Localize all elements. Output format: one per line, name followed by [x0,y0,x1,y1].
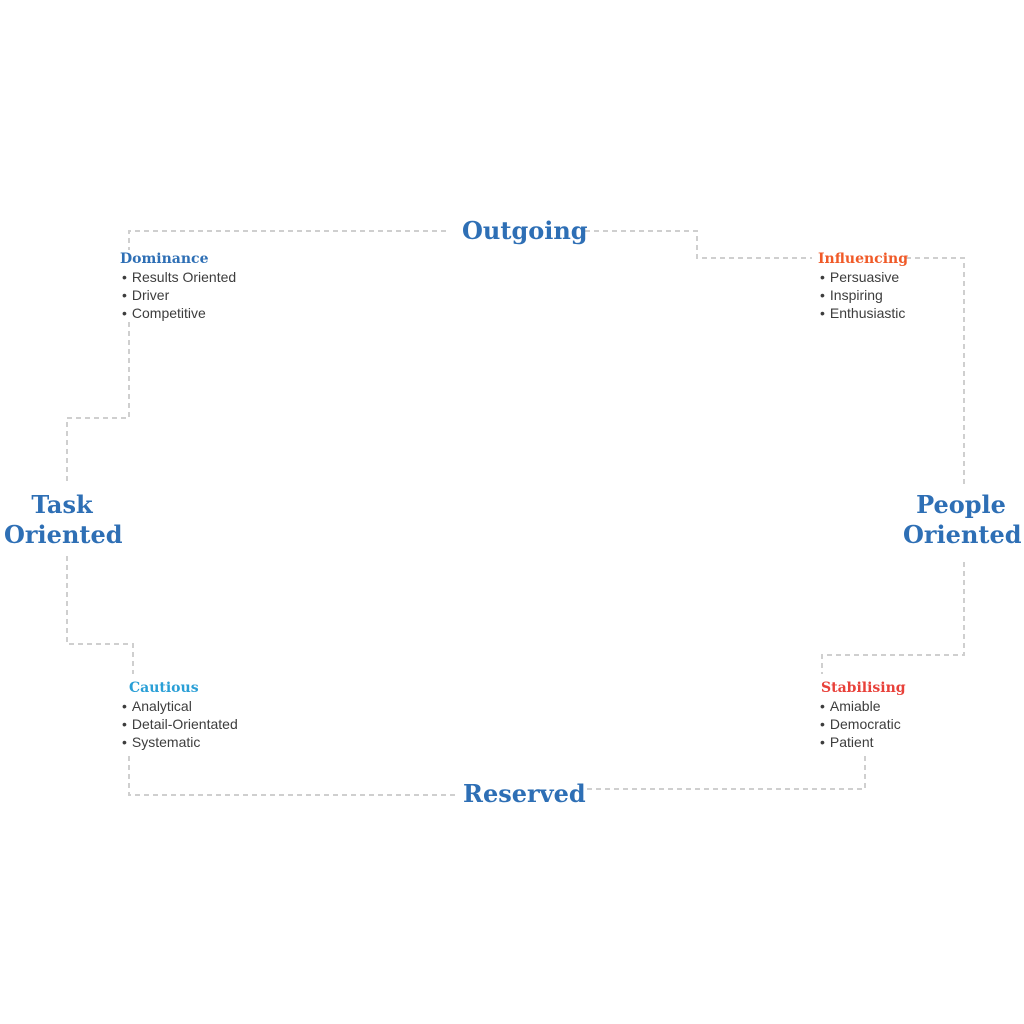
quadrant-dominance: Dominance Results Oriented Driver Compet… [120,250,236,322]
list-item: Results Oriented [122,268,236,286]
connector-top-right [585,230,812,259]
axis-label-task-oriented: Task Oriented [4,490,123,550]
axis-label-people-oriented: People Oriented [903,490,1022,550]
axis-label-outgoing: Outgoing [462,216,588,245]
quadrant-influencing: Influencing Persuasive Inspiring Enthusi… [818,250,908,322]
quadrant-title-dominance: Dominance [120,251,209,267]
list-item: Amiable [820,697,906,715]
list-item: Detail-Orientated [122,715,238,733]
connector-group [66,230,965,796]
axis-label-people-line-2: Oriented [903,520,1022,549]
list-item: Democratic [820,715,906,733]
axis-label-task-line-2: Oriented [4,520,123,549]
axis-label-reserved: Reserved [463,779,586,808]
connector-left-upper [66,322,130,482]
quadrant-stabilising: Stabilising Amiable Democratic Patient [821,679,906,751]
quadrant-cautious: Cautious Analytical Detail-Orientated Sy… [129,679,238,751]
trait-list-influencing: Persuasive Inspiring Enthusiastic [820,268,908,322]
trait-list-dominance: Results Oriented Driver Competitive [122,268,236,322]
connector-right-lower [821,562,965,674]
connector-left-lower [66,556,134,674]
axis-label-task-line-1: Task [31,490,93,519]
list-item: Persuasive [820,268,908,286]
list-item: Systematic [122,733,238,751]
connector-bottom-left [128,756,455,796]
connector-right-upper [906,257,965,484]
list-item: Enthusiastic [820,304,908,322]
trait-list-stabilising: Amiable Democratic Patient [820,697,906,751]
trait-list-cautious: Analytical Detail-Orientated Systematic [122,697,238,751]
list-item: Analytical [122,697,238,715]
connector-bottom-right [585,756,866,790]
quadrant-title-stabilising: Stabilising [821,680,906,696]
list-item: Competitive [122,304,236,322]
list-item: Driver [122,286,236,304]
axis-label-people-line-1: People [916,490,1006,519]
quadrant-title-influencing: Influencing [818,251,908,267]
list-item: Patient [820,733,906,751]
list-item: Inspiring [820,286,908,304]
quadrant-title-cautious: Cautious [129,680,199,696]
connector-top-left [128,230,446,250]
